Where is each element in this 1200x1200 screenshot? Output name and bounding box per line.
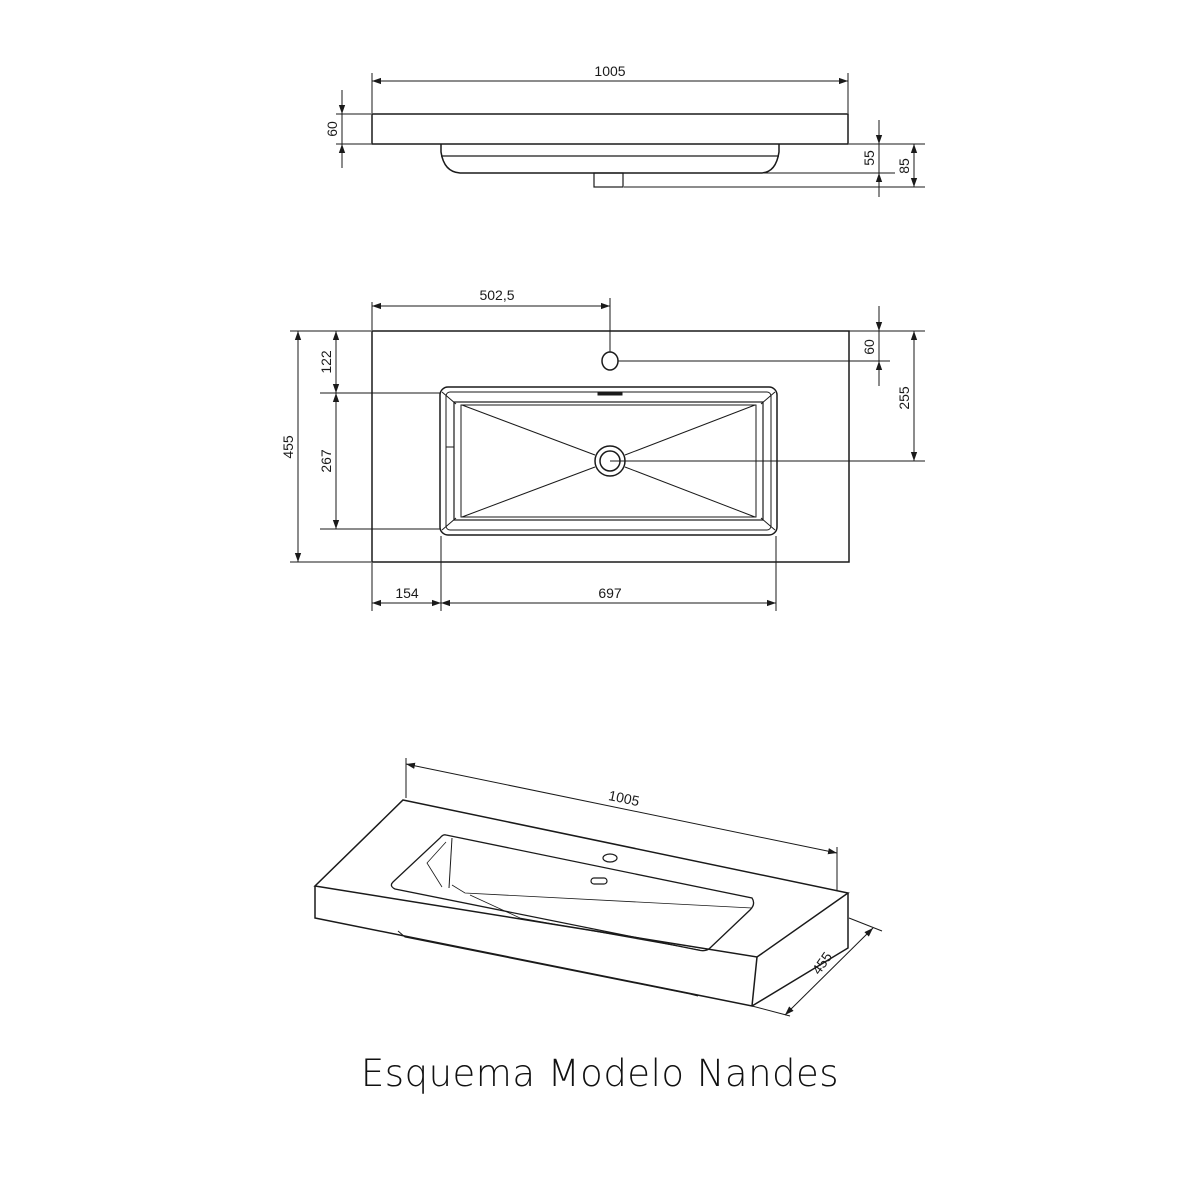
front-total-height-label: 85	[896, 158, 912, 174]
top-view-labels: 502,5 455 122 267 60 255 154 697	[280, 287, 912, 601]
basin-offset-left-label: 154	[395, 585, 419, 601]
iso-basin	[390, 834, 755, 952]
isometric-view	[313, 758, 883, 1017]
basin-offset-top-label: 122	[318, 350, 334, 374]
front-width-label: 1005	[594, 63, 625, 79]
front-drain	[593, 172, 624, 188]
drain-offset-y-label: 255	[896, 386, 912, 410]
iso-front-face	[314, 886, 758, 1007]
front-slab	[371, 113, 849, 145]
tap-hole	[601, 351, 619, 371]
basin-height-label: 267	[318, 449, 334, 473]
front-view-labels: 1005 60 55 85	[324, 63, 912, 174]
front-view	[336, 73, 925, 197]
front-basin	[440, 144, 780, 174]
top-view	[290, 298, 925, 611]
depth-label: 455	[280, 435, 296, 459]
iso-depth-label: 455	[809, 949, 836, 977]
overflow-slot	[597, 391, 623, 396]
tap-hole-offset-y-label: 60	[861, 339, 877, 355]
front-slab-height-label: 60	[324, 121, 340, 137]
iso-width-label: 1005	[607, 787, 641, 809]
basin-width-label: 697	[598, 585, 622, 601]
tap-hole-offset-x-label: 502,5	[479, 287, 514, 303]
front-basin-depth-label: 55	[861, 150, 877, 166]
diagram-caption: Esquema Modelo Nandes	[360, 1052, 840, 1095]
isometric-view-labels: 1005 455	[607, 787, 835, 977]
